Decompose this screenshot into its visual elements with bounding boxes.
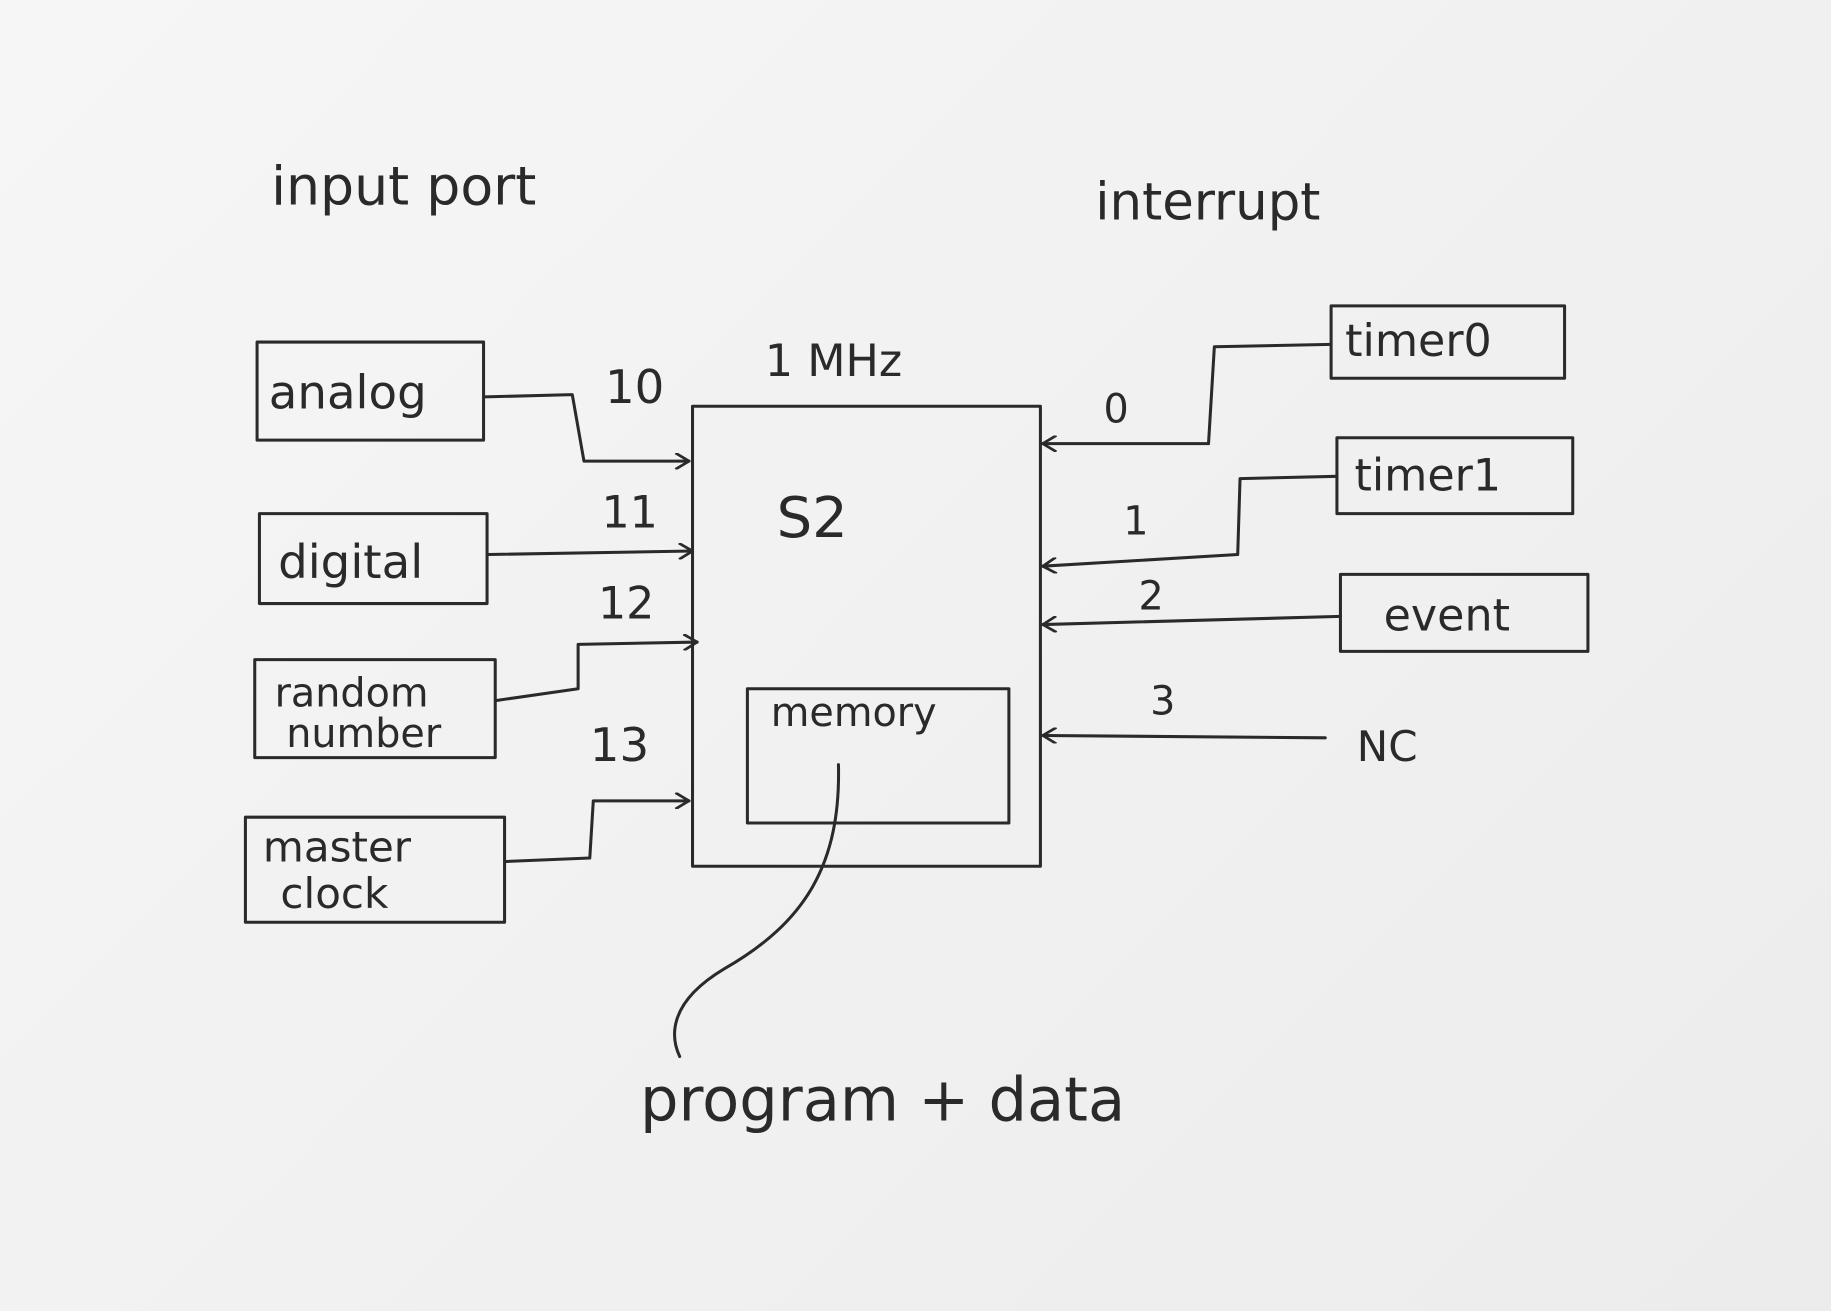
port-10: 10	[605, 361, 664, 415]
nc-wire	[1041, 735, 1327, 737]
number-label: number	[286, 711, 442, 757]
timer0-box	[1329, 304, 1567, 380]
processor-box	[691, 404, 1042, 868]
port-13: 13	[590, 719, 649, 773]
master-clock-box	[243, 815, 507, 924]
master-label: master	[263, 823, 412, 872]
interrupt-2: 2	[1138, 573, 1163, 619]
nc-label: NC	[1357, 722, 1418, 771]
memory-label: memory	[771, 690, 937, 736]
random-number-box	[253, 658, 497, 760]
port-11: 11	[601, 488, 657, 539]
digital-box	[257, 512, 489, 606]
port-12: 12	[598, 579, 654, 630]
interrupt-0: 0	[1103, 387, 1128, 433]
clock-label: clock	[280, 869, 389, 918]
memory-note: program + data	[640, 1066, 1125, 1136]
event-wire	[1043, 614, 1342, 624]
event-label: event	[1384, 590, 1510, 641]
interrupt-3: 3	[1150, 678, 1175, 724]
random-number-wire	[494, 642, 697, 702]
timer0-label: timer0	[1345, 316, 1492, 367]
memory-box	[745, 687, 1011, 825]
master-clock-wire	[503, 801, 691, 864]
digital-wire	[486, 551, 695, 555]
memory-leader-line	[673, 763, 840, 1059]
processor-name: S2	[777, 486, 848, 551]
interrupt-1: 1	[1123, 499, 1148, 545]
timer1-wire	[1043, 474, 1339, 566]
random-label: random	[275, 670, 429, 716]
timer0-wire	[1041, 342, 1333, 443]
analog-label: analog	[269, 367, 427, 421]
analog-box	[255, 340, 486, 442]
processor-clock: 1 MHz	[765, 336, 902, 387]
digital-label: digital	[278, 536, 423, 590]
heading-input-port: input port	[271, 154, 536, 217]
heading-interrupt: interrupt	[1095, 172, 1320, 232]
timer1-label: timer1	[1354, 450, 1501, 501]
event-box	[1338, 572, 1590, 653]
analog-wire	[483, 393, 691, 462]
